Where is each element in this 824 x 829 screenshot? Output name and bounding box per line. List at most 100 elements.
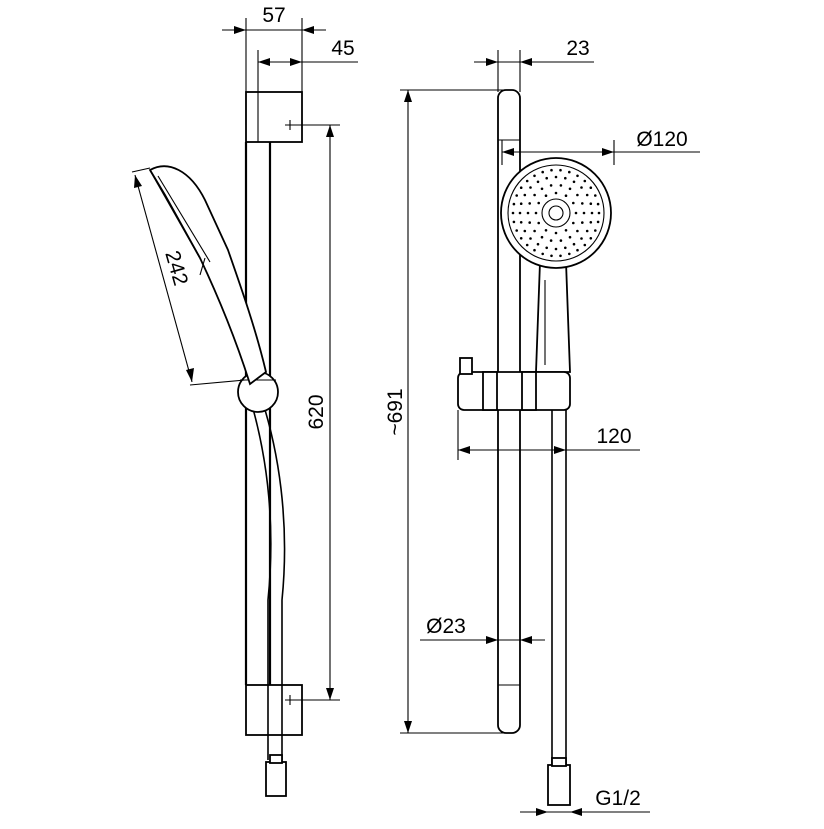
handshower-front [500, 157, 612, 373]
nozzle-dot [523, 229, 527, 233]
nozzle-dot [568, 252, 571, 256]
dimension-diameter-23: Ø23 [420, 615, 545, 644]
nozzle-dot [594, 229, 597, 232]
hose-nut-front [547, 764, 571, 806]
bottom-wall-bracket [245, 684, 303, 736]
dimension-label-691: ~691 [384, 388, 407, 435]
nozzle-dot [549, 184, 553, 187]
dimension-label-242: 242 [160, 248, 192, 288]
nozzle-dot [554, 175, 558, 179]
dimension-120: 120 [457, 410, 640, 460]
nozzle-dot [590, 211, 594, 215]
nozzle-dot [585, 229, 589, 233]
nozzle-dot [529, 186, 532, 189]
nozzle-dot [597, 211, 601, 215]
nozzle-dot [589, 186, 593, 189]
nozzle-dot [525, 243, 529, 247]
nozzle-dot [576, 193, 579, 197]
nozzle-dot [580, 237, 583, 240]
nozzle-dot [519, 186, 523, 189]
nozzle-dot [525, 179, 529, 183]
nozzle-dot [533, 248, 536, 252]
nozzle-dot [576, 174, 579, 178]
nozzle-dot [512, 220, 516, 224]
nozzle-dot [554, 231, 558, 235]
nozzle-dot [519, 237, 523, 240]
nozzle-dot [528, 221, 531, 224]
dimension-57: 57 [222, 4, 326, 125]
top-wall-bracket [245, 91, 303, 143]
nozzle-dot [537, 201, 540, 205]
front-view: 23 ~691 Ø120 [384, 37, 700, 816]
dimension-45: 45 [257, 37, 358, 95]
nozzle-dot [581, 202, 584, 205]
nozzle-dot [576, 248, 579, 252]
nozzle-dot [536, 242, 540, 246]
nozzle-dot [515, 194, 518, 197]
dimension-diameter-120: Ø120 [501, 128, 700, 165]
nozzle-dot [596, 202, 600, 206]
nozzle-dot [529, 237, 532, 240]
dimension-label-rail-diameter: Ø23 [426, 615, 466, 638]
nozzle-dot [533, 193, 536, 197]
dimension-label-620: 620 [305, 394, 328, 429]
nozzle-dot [549, 239, 553, 242]
nozzle-dot [568, 187, 572, 191]
nozzle-dot [583, 243, 587, 247]
nozzle-dot [554, 191, 558, 195]
nozzle-dot [533, 229, 536, 233]
nozzle-dot [564, 176, 567, 180]
nozzle-dot [526, 211, 530, 215]
nozzle-dot [594, 194, 597, 197]
nozzle-dot [537, 221, 540, 225]
nozzle-dot [545, 246, 548, 250]
nozzle-dot [564, 229, 568, 232]
dimension-691: ~691 [384, 89, 510, 734]
nozzle-dot [544, 229, 548, 232]
dimension-label-head-diameter: Ø120 [636, 128, 687, 151]
nozzle-dot [568, 235, 572, 239]
nozzle-dot [564, 194, 568, 197]
dimension-label-57: 57 [262, 4, 285, 27]
nozzle-dot [519, 202, 523, 205]
nozzle-dot [574, 211, 578, 215]
dimension-label-thread: G1/2 [595, 787, 641, 810]
nozzle-dot [583, 179, 587, 183]
nozzle-dot [512, 202, 516, 206]
nozzle-dot [582, 211, 586, 215]
nozzle-pattern [511, 168, 601, 258]
rail-front [497, 89, 521, 734]
nozzle-dot [541, 170, 544, 174]
dimension-620: 620 [305, 125, 334, 700]
nozzle-dot [559, 184, 563, 187]
nozzle-dot [540, 235, 544, 239]
nozzle-dot [550, 168, 553, 172]
dimension-23: 23 [474, 37, 594, 92]
nozzle-dot [589, 237, 593, 240]
dimension-label-slider-offset: 120 [596, 425, 631, 448]
nozzle-dot [545, 176, 548, 180]
nozzle-dot [568, 170, 571, 174]
nozzle-dot [572, 201, 575, 205]
nozzle-dot [518, 211, 522, 215]
nozzle-dot [540, 187, 544, 191]
dimension-label-23: 23 [566, 37, 589, 60]
nozzle-dot [541, 252, 544, 256]
shower-head [500, 157, 612, 269]
nozzle-dot [564, 246, 567, 250]
nozzle-dot [554, 247, 558, 251]
nozzle-dot [559, 239, 563, 242]
nozzle-dot [596, 220, 600, 224]
nozzle-dot [585, 193, 589, 197]
nozzle-dot [572, 180, 576, 184]
side-view: 57 45 620 [131, 4, 358, 797]
nozzle-dot [519, 221, 523, 224]
nozzle-dot [580, 186, 583, 189]
nozzle-dot [511, 211, 515, 215]
nozzle-dot [523, 193, 527, 197]
nozzle-dot [515, 229, 518, 232]
dimension-label-45: 45 [331, 37, 354, 60]
nozzle-dot [533, 174, 536, 178]
hose-nut-side [265, 761, 287, 797]
